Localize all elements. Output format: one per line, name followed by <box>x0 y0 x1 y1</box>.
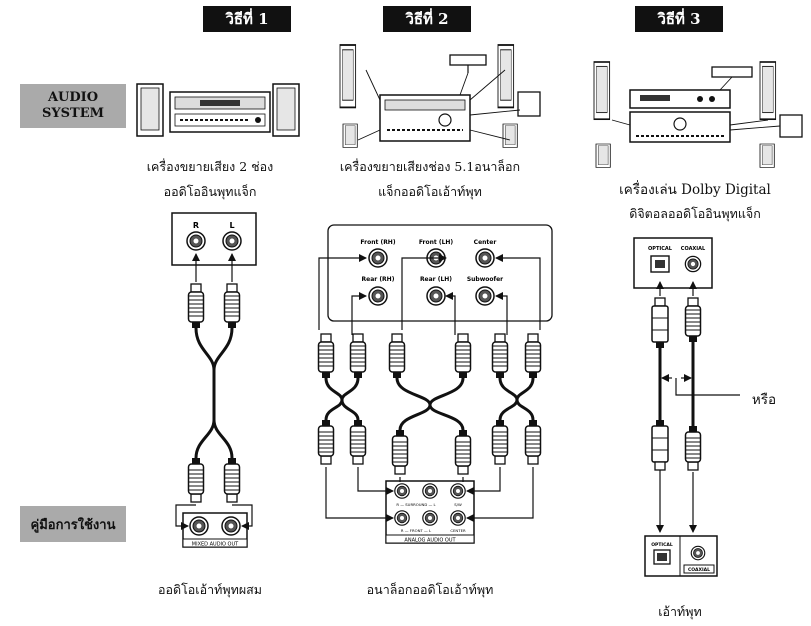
front-label: R — FRONT — L <box>401 528 432 533</box>
coaxial-label: COAXIAL <box>681 246 706 252</box>
method1-device-caption-line1: เครื่องขยายเสียง 2 ช่อง <box>146 159 274 174</box>
method2-surround-system <box>339 44 541 148</box>
jack-label-front-lh: Front (LH) <box>419 239 454 246</box>
audio-system-label: AUDIO SYSTEM <box>20 84 126 128</box>
audio-system-line1: AUDIO <box>47 90 99 105</box>
jack-label-center: Center <box>474 239 497 246</box>
center-small-label: CENTER <box>450 528 466 533</box>
method2-input-arrows <box>318 254 541 335</box>
method3-cables <box>651 281 740 533</box>
method1-device-caption-line2: ออดิโออินพุทแจ็ก <box>163 184 257 199</box>
jack-label-front-rh: Front (RH) <box>360 239 395 246</box>
jack-label-rear-rh: Rear (RH) <box>362 276 395 283</box>
method3-device-caption-line1: เครื่องเล่น Dolby Digital <box>619 182 771 198</box>
method1-bottom-caption: ออดิโอเอ้าท์พุทผสม <box>157 582 263 597</box>
optical-label: OPTICAL <box>648 246 673 252</box>
method-2-header: วิธีที่ 2 <box>383 6 471 32</box>
method3-input-panel: OPTICAL COAXIAL <box>633 237 713 289</box>
method3-dolby-system <box>593 61 803 168</box>
mixed-audio-out-label: MIXED AUDIO OUT <box>192 542 239 548</box>
method-3-header: วิธีที่ 3 <box>635 6 723 32</box>
method-1-header: วิธีที่ 1 <box>203 6 291 32</box>
method1-cable <box>187 283 241 503</box>
method1-stereo-system <box>136 83 300 137</box>
analog-audio-out-label: ANALOG AUDIO OUT <box>404 538 456 544</box>
audio-system-line2: SYSTEM <box>41 106 105 121</box>
method1-output-panel: MIXED AUDIO OUT <box>182 512 248 548</box>
jack-label-r: R <box>193 221 199 230</box>
method2-output-panel: R — SURROUND — L S/W R — FRONT — L CENTE… <box>385 480 475 544</box>
method3-output-panel: OPTICAL COAXIAL <box>644 535 718 577</box>
method3-bottom-caption: เอ้าท์พุท <box>658 604 702 619</box>
optical-out-label: OPTICAL <box>651 542 673 548</box>
method3-device-caption-line2: ดิจิตอลออดิโออินพุทแจ็ก <box>629 206 761 221</box>
manual-label: คู่มือการใช้งาน <box>20 506 126 542</box>
jack-label-rear-lh: Rear (LH) <box>420 276 452 283</box>
jack-label-l: L <box>229 221 234 230</box>
method1-input-panel: R L <box>171 212 257 266</box>
coaxial-out-label: COAXIAL <box>688 567 710 573</box>
method2-cables <box>317 333 542 475</box>
method2-input-panel: Front (RH) Front (LH) Center Rear (RH) R… <box>327 224 553 322</box>
method2-device-caption-line1: เครื่องขยายเสียงช่อง 5.1อนาล็อก <box>339 159 521 174</box>
sw-label: S/W <box>454 502 462 507</box>
jack-label-subwoofer: Subwoofer <box>467 276 503 283</box>
method2-output-arrows <box>325 467 534 522</box>
method2-bottom-caption: อนาล็อกออดิโอเอ้าท์พุท <box>366 582 494 597</box>
or-label: หรือ <box>751 392 777 408</box>
method2-device-caption-line2: แจ็กออดิโอเอ้าท์พุท <box>378 184 482 199</box>
surround-label: R — SURROUND — L <box>396 502 436 507</box>
